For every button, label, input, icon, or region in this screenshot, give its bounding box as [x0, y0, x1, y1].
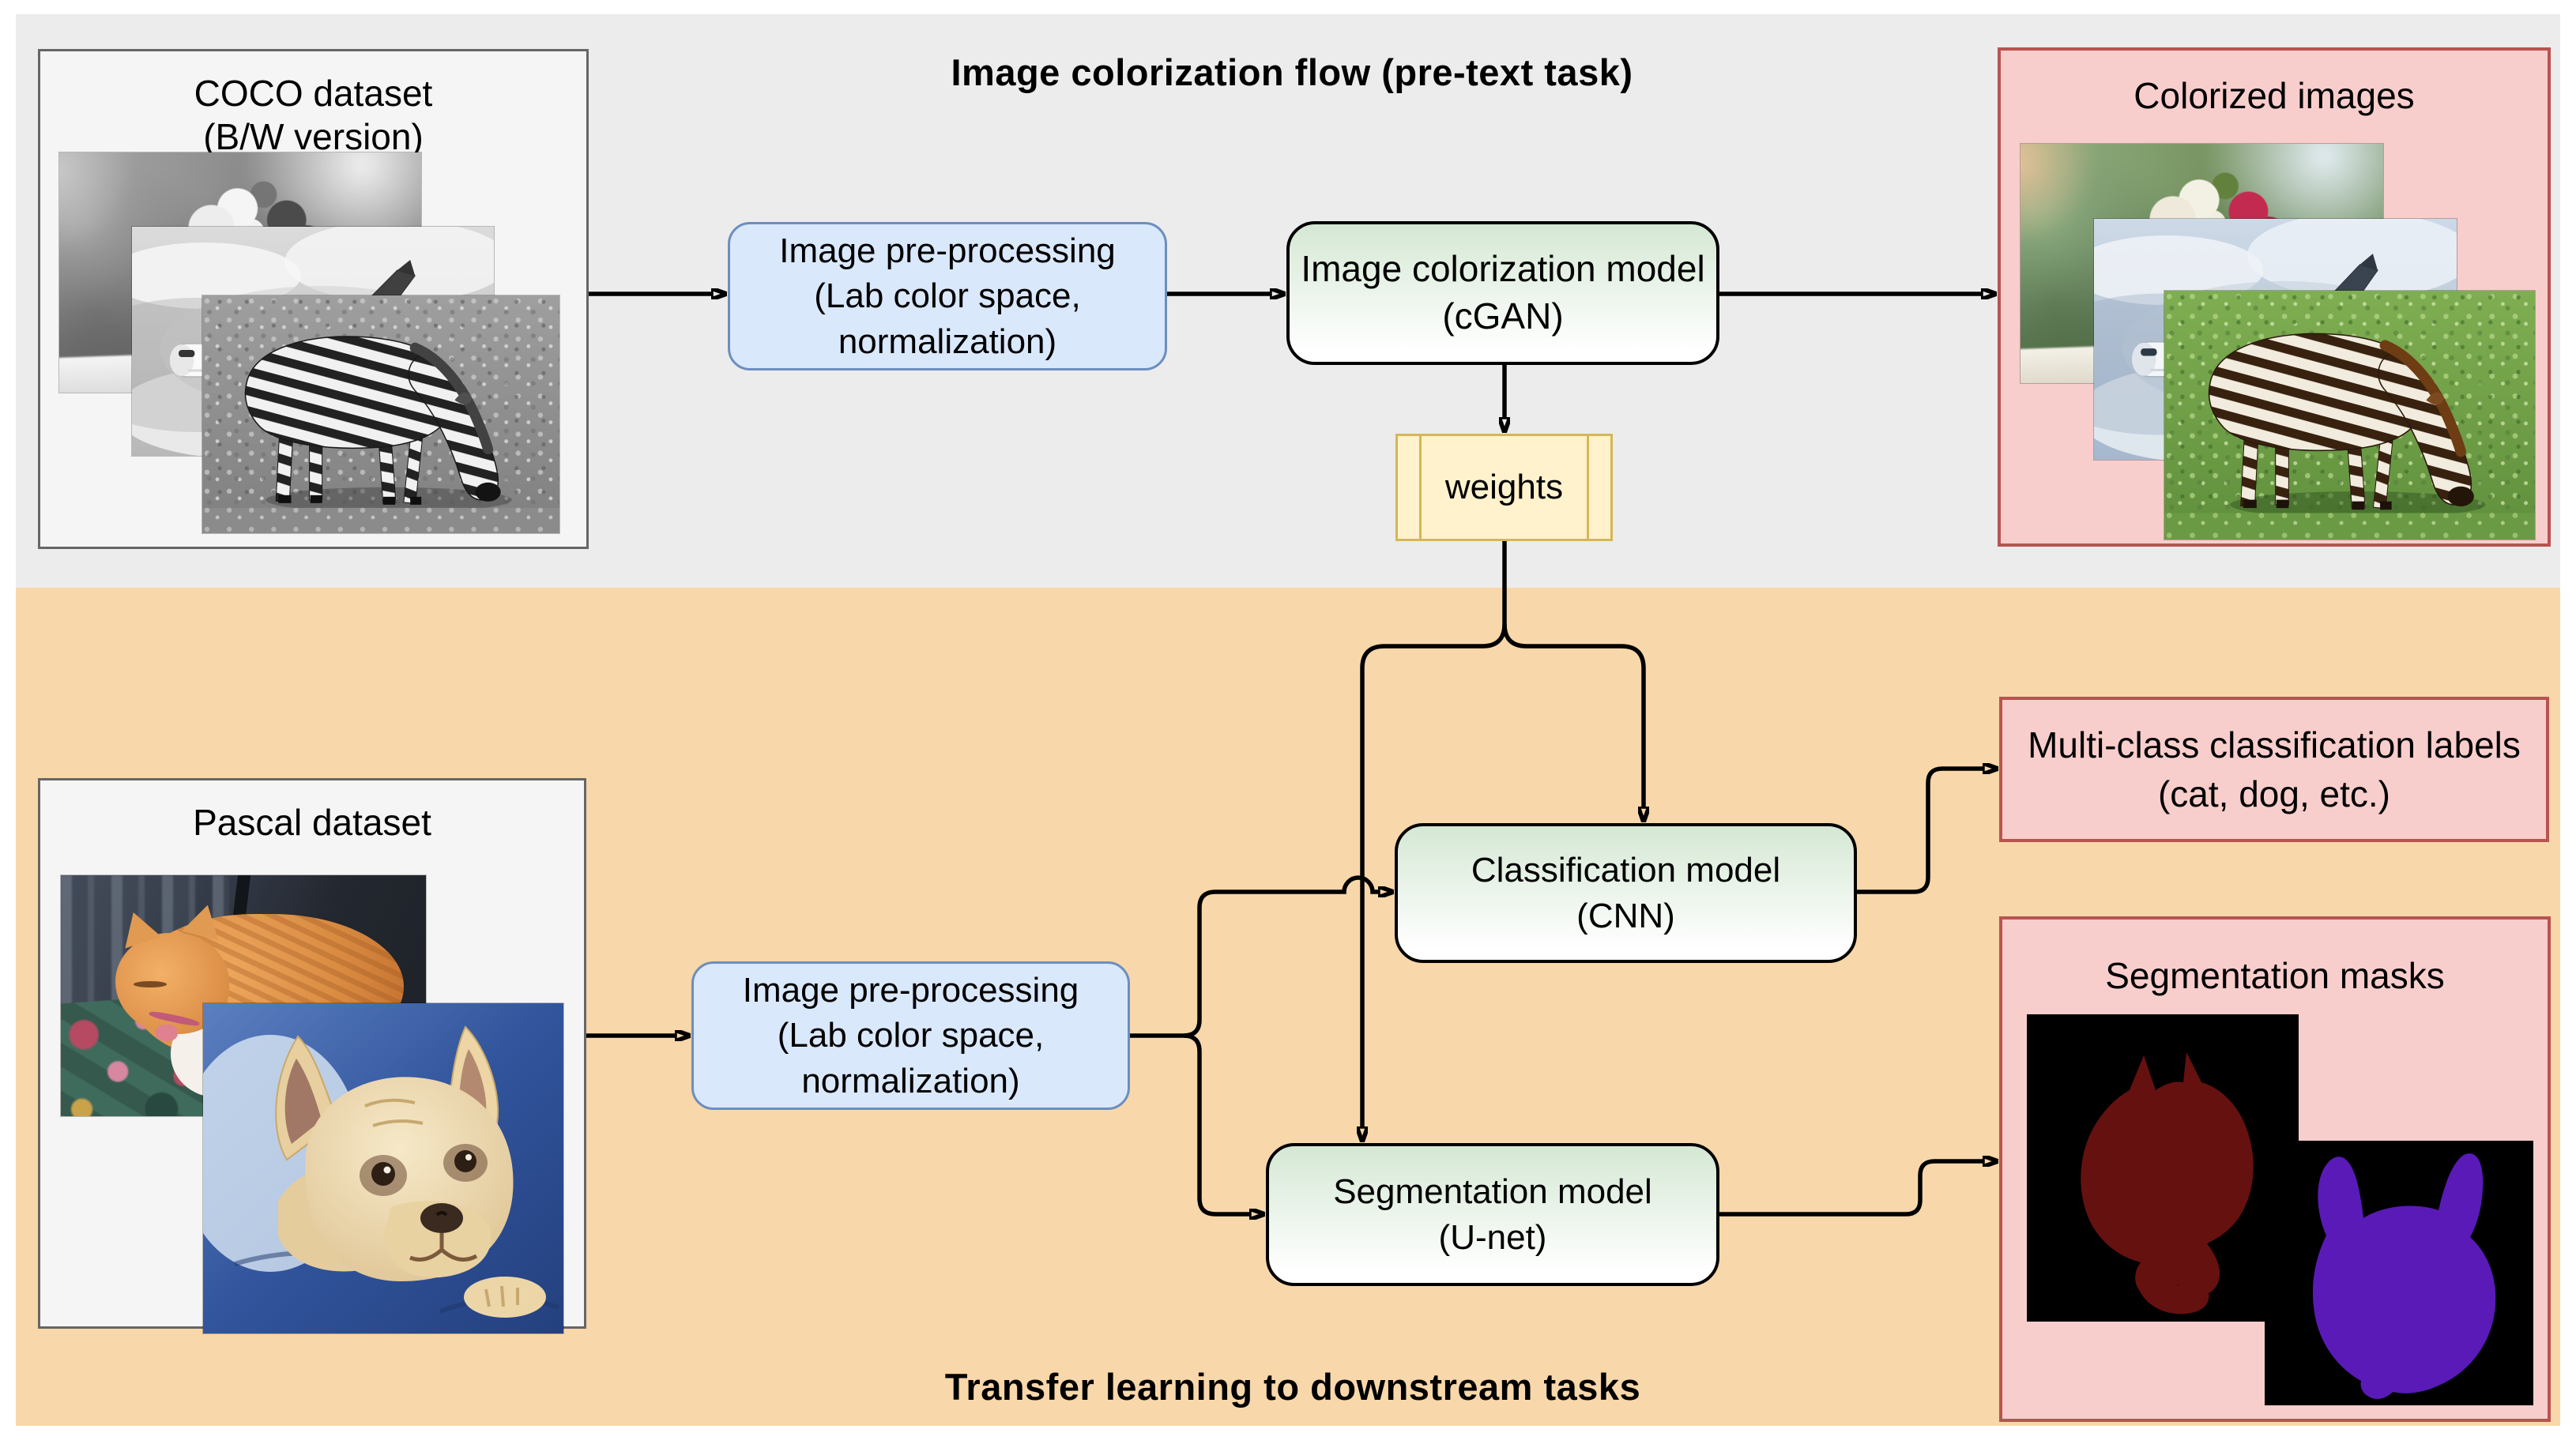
edge-classification-to-labels	[1857, 769, 1983, 894]
zebra-photo	[2164, 290, 2536, 540]
coco-dataset-box: COCO dataset (B/W version)	[38, 49, 589, 549]
colorized-images-title: Colorized images	[2133, 75, 2415, 116]
edge-segmentation-to-masks	[1719, 1161, 1983, 1217]
preprocess-top-box: Image pre-processing (Lab color space, n…	[728, 222, 1167, 370]
edge-weights-to-segmentation	[1362, 623, 1507, 1127]
cat-silhouette	[2081, 1052, 2254, 1314]
weights-box: weights	[1395, 434, 1613, 541]
edge-preprocess2-to-segmentation	[1183, 1033, 1250, 1214]
colorized-images-box: Colorized images	[1998, 47, 2551, 547]
cat-photo	[60, 874, 427, 1117]
downstream-section-title: Transfer learning to downstream tasks	[944, 1366, 1641, 1408]
edge-preprocess2-to-classification	[1183, 875, 1379, 1038]
segmentation-model-box: Segmentation model (U-net)	[1266, 1143, 1719, 1286]
segmentation-masks-box: Segmentation masks	[1999, 916, 2551, 1422]
cat-mask	[2027, 1014, 2299, 1322]
preprocess-bottom-box: Image pre-processing (Lab color space, n…	[691, 961, 1130, 1110]
zebra-illustration	[202, 295, 559, 533]
segmentation-masks-title: Segmentation masks	[2105, 955, 2445, 996]
pascal-dataset-box: Pascal dataset	[38, 778, 586, 1334]
pretext-section-title: Image colorization flow (pre-text task)	[951, 51, 1633, 93]
zebra-illustration	[2164, 291, 2535, 540]
colorization-model-box: Image colorization model (cGAN)	[1286, 221, 1719, 365]
dog-illustration	[203, 1003, 563, 1333]
bw-zebra-photo	[201, 295, 560, 534]
dog-photo	[202, 1002, 564, 1334]
pascal-dataset-title: Pascal dataset	[193, 802, 431, 843]
classification-model-box: Classification model (CNN)	[1395, 823, 1857, 963]
classification-labels-box: Multi-class classification labels (cat, …	[1999, 697, 2549, 842]
dog-silhouette	[2312, 1153, 2496, 1399]
weights-tape-line-right	[1587, 436, 1589, 539]
classification-labels-title: Multi-class classification labels (cat, …	[2028, 724, 2521, 814]
edge-weights-to-classification	[1502, 623, 1644, 807]
dog-mask	[2265, 1141, 2533, 1405]
weights-tape-line-left	[1419, 436, 1422, 539]
coco-dataset-title: COCO dataset (B/W version)	[194, 73, 433, 158]
